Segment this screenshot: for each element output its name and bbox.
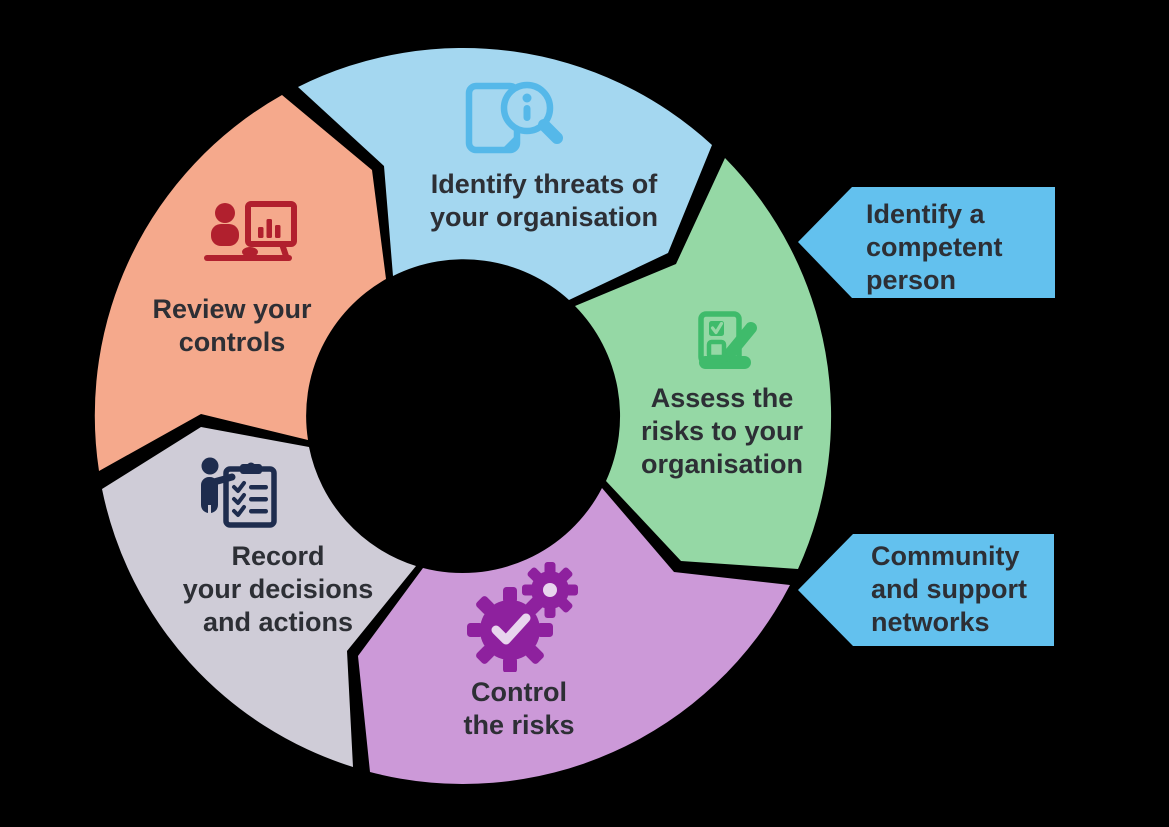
label-line: competent — [866, 232, 1003, 262]
label-line: Record — [231, 541, 325, 571]
label-line: networks — [871, 607, 990, 637]
label-line: risks to your — [640, 416, 804, 446]
segment-label-identify-threats: Identify threats of your organisation — [364, 168, 724, 234]
label-line: organisation — [640, 449, 803, 479]
analyst-computer-icon — [204, 201, 297, 261]
segment-identify-threats — [298, 47, 712, 301]
label-line: controls — [178, 327, 286, 357]
label-line: Identify threats of — [430, 169, 658, 199]
document-search-icon — [465, 81, 563, 154]
label-line: Identify a — [866, 199, 985, 229]
checklist-pen-icon — [698, 311, 757, 369]
label-line: the risks — [463, 710, 575, 740]
segment-control-risks — [358, 488, 790, 784]
label-line: and support — [871, 574, 1027, 604]
callout-community-networks-shape — [798, 534, 1054, 646]
segment-label-record-decisions: Record your decisions and actions — [118, 540, 438, 639]
label-line: and actions — [202, 607, 354, 637]
label-line: Community — [871, 541, 1020, 571]
label-line: Assess the — [650, 383, 794, 413]
segment-label-control-risks: Control the risks — [399, 676, 639, 742]
label-line: person — [866, 265, 957, 295]
segment-record-decisions — [102, 427, 416, 767]
segment-label-review-controls: Review your controls — [92, 293, 372, 359]
label-line: Control — [471, 677, 567, 707]
label-line: Review your — [152, 294, 312, 324]
presenter-checklist-icon — [201, 457, 277, 528]
segment-label-assess-risks: Assess the risks to your organisation — [572, 382, 872, 481]
label-line: your decisions — [182, 574, 374, 604]
gears-check-icon — [467, 562, 578, 672]
segment-review-controls — [94, 95, 387, 471]
callout-competent-person-shape — [798, 187, 1055, 298]
label-line: your organisation — [429, 202, 659, 232]
callout-label-competent-person: Identify a competent person — [866, 198, 1051, 297]
callout-label-community-networks: Community and support networks — [871, 540, 1056, 639]
